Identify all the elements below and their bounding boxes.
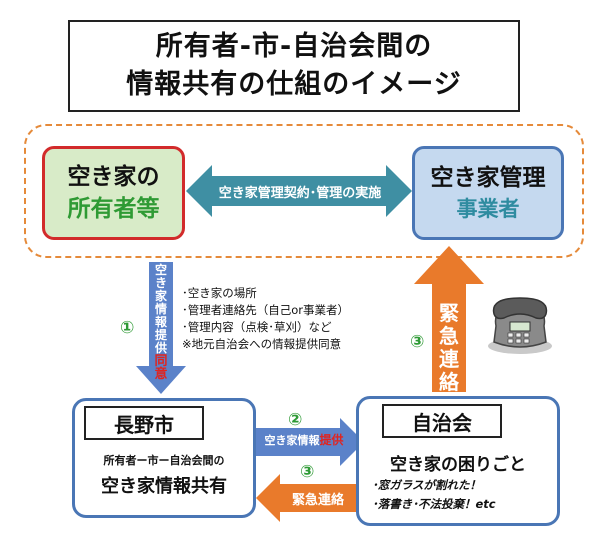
step2-right-arrow — [254, 418, 364, 466]
contract-arrow-label: 空き家管理契約･管理の実施 — [218, 185, 382, 201]
step3-up-arrow — [414, 246, 484, 392]
info-item: ･管理者連絡先（自己or事業者） — [182, 303, 350, 317]
step2-label-white: 空き家情報 — [264, 434, 320, 447]
info-item: ･管理内容（点検･草刈）など — [182, 320, 332, 334]
title-line-1: 所有者-市-自治会間の — [155, 31, 433, 62]
info-item: ※地元自治会への情報提供同意 — [182, 337, 342, 351]
issue-item: ･窓ガラスが割れた！ — [372, 478, 482, 492]
city-tab: 長野市 — [84, 406, 204, 440]
info-item: ･空き家の場所 — [182, 286, 257, 300]
manager-label-2: 事業者 — [456, 197, 520, 221]
step3-left-label: 緊急連絡 — [291, 493, 344, 508]
association-tab: 自治会 — [382, 404, 502, 438]
owner-label-1: 空き家の — [67, 164, 160, 190]
urgent-char: 連 — [439, 347, 459, 371]
title-box: 所有者-市-自治会間の 情報共有の仕組のイメージ — [68, 20, 520, 112]
urgent-char: 緊 — [439, 301, 459, 325]
step2-number: ② — [288, 410, 303, 430]
issue-item: ･落書き･不法投棄！etc — [372, 497, 496, 511]
step2-label: 空き家情報提供 — [256, 431, 352, 448]
step1-char: 家 — [154, 289, 167, 303]
step1-consent-char: 意 — [154, 367, 168, 382]
step2-label-red: 提供 — [319, 433, 344, 447]
owner-label-2: 所有者等 — [67, 196, 160, 222]
step3-left-number: ③ — [300, 462, 315, 482]
step3-up-number: ③ — [410, 332, 425, 352]
step1-char: 報 — [154, 315, 167, 329]
step1-char: 提 — [154, 328, 167, 342]
telephone-icon — [488, 297, 552, 354]
city-subtitle: 所有者ー市ー自治会間の — [103, 454, 225, 467]
step1-char: 供 — [154, 341, 167, 355]
step3-up-label: 緊 急 連 絡 — [434, 302, 464, 394]
contract-double-arrow — [186, 165, 412, 217]
contract-area — [24, 124, 584, 258]
manager-box: 空き家管理 事業者 — [412, 146, 564, 240]
association-issue-list: ･窓ガラスが割れた！ ･落書き･不法投棄！etc — [372, 476, 496, 514]
title-line-2: 情報共有の仕組のイメージ — [126, 69, 462, 100]
manager-label-1: 空き家管理 — [430, 165, 546, 191]
step1-char: き — [154, 276, 167, 290]
step1-consent-char: 同 — [154, 354, 168, 369]
step3-left-arrow — [256, 474, 356, 522]
step1-down-arrow — [136, 262, 186, 394]
step1-char: 情 — [154, 302, 167, 316]
step1-info-list: ･空き家の場所 ･管理者連絡先（自己or事業者） ･管理内容（点検･草刈）など … — [182, 285, 349, 353]
association-main-label: 空き家の困りごと — [390, 455, 526, 475]
step1-vertical-label: 空 き 家 情 報 提 供 同 意 — [150, 263, 172, 382]
step1-number: ① — [120, 318, 135, 338]
urgent-char: 絡 — [439, 370, 459, 394]
step1-char: 空 — [154, 263, 167, 277]
city-main-label: 空き家情報共有 — [101, 476, 227, 497]
urgent-char: 急 — [439, 324, 459, 348]
owner-box: 空き家の 所有者等 — [42, 146, 185, 240]
